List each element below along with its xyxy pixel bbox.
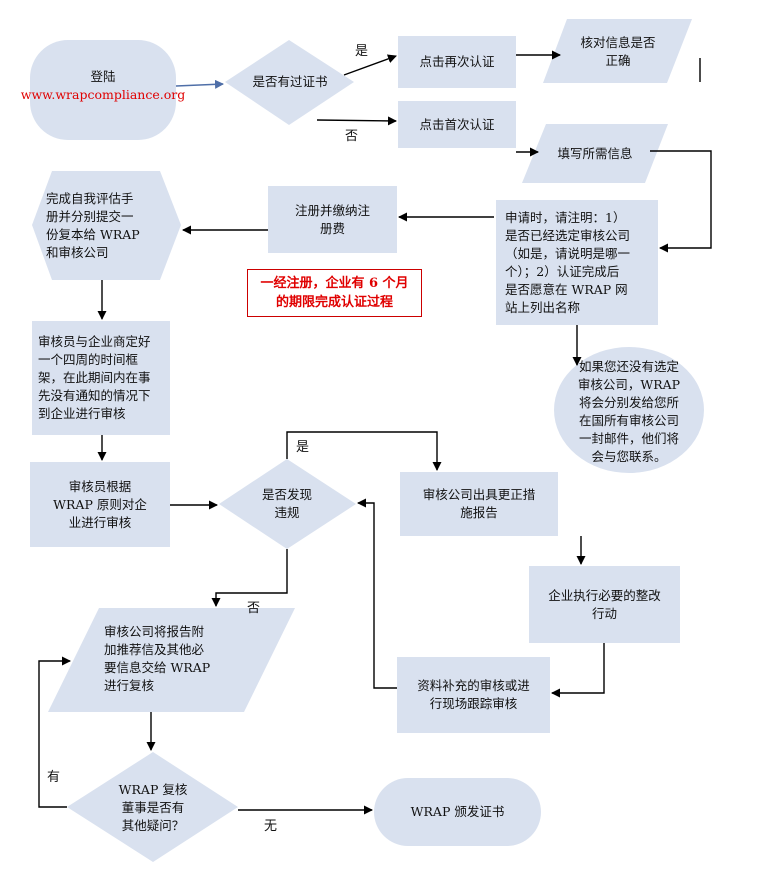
violation-decision <box>219 459 356 549</box>
login-title: 登陆 <box>90 69 116 84</box>
board-question-label: WRAP 复核 董事是否有 其他疑问？ <box>118 782 188 833</box>
check-info-label: 核对信息是否 正确 <box>580 35 656 68</box>
has-cert-label: 是否有过证书 <box>252 74 328 89</box>
recert-node <box>398 36 516 88</box>
no-auditor-note-node <box>554 347 704 473</box>
self-assess-label: 完成自我评估手 册并分别提交一 份复本给 WRAP 和审核公司 <box>46 191 140 260</box>
board-question-decision <box>67 752 238 862</box>
self-assess-node <box>32 171 181 280</box>
no-auditor-note-label: 如果您还没有选定 审核公司，WRAP 将会分别发给您所 在国所有审核公司 一封邮… <box>577 359 681 464</box>
followup-node <box>397 657 550 733</box>
apply-note-label: 申请时，请注明：1） 是否已经选定审核公司 （如是，请说明是哪一 个）；2）认证… <box>505 209 631 315</box>
edge-label-no-violation: 否 <box>247 601 261 616</box>
edge-yes-board <box>38 656 71 808</box>
rectify-label: 企业执行必要的整改 行动 <box>548 587 661 621</box>
corrective-report-label: 审核公司出具更正措 施报告 <box>422 487 536 520</box>
fill-info-node <box>522 124 668 183</box>
edge-label-no-board: 无 <box>264 819 278 834</box>
first-cert-node <box>398 101 516 148</box>
submit-report-node <box>48 608 295 712</box>
edge-merge-to-apply <box>650 150 712 253</box>
edge-label-no-top: 否 <box>345 129 359 144</box>
apply-note-node <box>496 200 658 325</box>
login-url-link[interactable]: www.wrapcompliance.org <box>20 87 186 102</box>
first-cert-label: 点击首次认证 <box>419 116 495 132</box>
rectify-node <box>529 566 680 643</box>
edge-followup-violation <box>357 498 397 689</box>
issue-cert-node <box>374 778 541 846</box>
edge-no-violation <box>211 549 288 607</box>
edge-label-yes-board: 有 <box>47 770 61 785</box>
edge-no-first-cert <box>316 116 397 126</box>
register-pay-node <box>268 186 397 253</box>
edge-yes-violation <box>286 431 442 471</box>
recert-label: 点击再次认证 <box>419 54 495 69</box>
followup-label: 资料补充的审核或进 行现场跟踪审核 <box>417 678 530 711</box>
audit-node <box>30 462 170 547</box>
login-label: 登陆 www.wrapcompliance.org <box>21 56 185 116</box>
login-node <box>30 40 176 140</box>
schedule-label: 审核员与企业商定好 一个四周的时间框 架，在此期间内在事 先没有通知的情况下 到… <box>38 334 151 421</box>
schedule-node <box>32 321 170 435</box>
edge-login-to-decision <box>175 79 224 89</box>
register-pay-label: 注册并缴纳注 册费 <box>294 202 370 236</box>
check-info-node <box>543 19 692 83</box>
edge-label-yes-top: 是 <box>355 44 369 59</box>
deadline-note: 一经注册，企业有 6 个月 的期限完成认证过程 <box>247 269 422 317</box>
edge-yes-recert <box>343 54 397 76</box>
edge-label-yes-violation: 是 <box>296 440 310 455</box>
edge-rectify-followup <box>551 643 605 698</box>
violation-label: 是否发现 违规 <box>261 487 312 520</box>
fill-info-label: 填写所需信息 <box>557 146 633 161</box>
corrective-report-node <box>400 472 558 536</box>
has-cert-decision <box>225 40 354 125</box>
audit-label: 审核员根据 WRAP 原则对企 业进行审核 <box>53 478 147 530</box>
submit-report-label: 审核公司将报告附 加推荐信及其他必 要信息交给 WRAP 进行复核 <box>104 624 211 693</box>
issue-cert-label: WRAP 颁发证书 <box>410 804 505 819</box>
